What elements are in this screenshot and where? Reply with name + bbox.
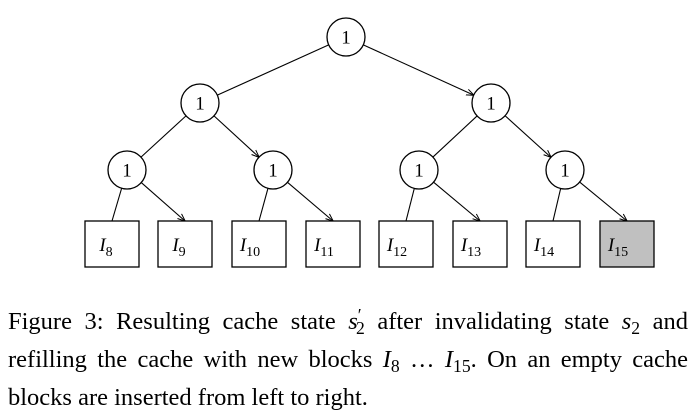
svg-text:1: 1 <box>560 161 570 182</box>
figure-caption: Figure 3: Resulting cache state s′2 afte… <box>8 300 688 413</box>
svg-text:1: 1 <box>486 94 496 115</box>
edge-l2-0-right <box>140 182 185 221</box>
svg-text:1: 1 <box>195 94 205 115</box>
edge-root-right <box>363 44 473 95</box>
edge-l2-0-left <box>111 188 123 222</box>
level2-node-1: 1 <box>107 150 147 190</box>
caption-state-s2-prime: s′2 <box>348 305 365 338</box>
edge-l2-1-right <box>287 181 333 221</box>
svg-text:1: 1 <box>122 161 132 182</box>
caption-ellipsis: … <box>410 345 435 373</box>
edge-l1-1-right <box>504 115 551 157</box>
svg-text:I11: I11 <box>313 235 334 260</box>
caption-block-end: I15 <box>444 345 471 376</box>
edge-l1-0-left <box>140 115 187 158</box>
level2-node-3: 1 <box>399 150 439 190</box>
svg-text:1: 1 <box>341 28 351 49</box>
svg-text:I14: I14 <box>533 235 554 260</box>
leaf-block-I14: I14 <box>525 220 581 268</box>
level2-node-4: 1 <box>545 150 585 190</box>
caption-prefix: Figure 3: Resulting cache state <box>8 307 336 335</box>
leaf-block-I15: I15 <box>599 220 655 268</box>
svg-text:I12: I12 <box>386 235 407 260</box>
leaf-block-I13: I13 <box>452 220 508 268</box>
tree-diagram: 1 1 1 1 1 1 1 I8 I9 I10 I11 I12 I13 I14 I15 <box>84 17 655 268</box>
leaf-block-I12: I12 <box>378 220 434 268</box>
svg-text:I13: I13 <box>460 235 481 260</box>
svg-text:1: 1 <box>414 161 424 182</box>
edge-l2-2-right <box>433 181 480 221</box>
edge-l1-0-right <box>213 115 259 157</box>
caption-line2: and refilling the cache with new blocks <box>8 307 688 373</box>
leaf-block-I10: I10 <box>231 220 287 268</box>
edge-l2-2-left <box>405 188 415 222</box>
leaf-block-I8: I8 <box>84 220 140 268</box>
edge-root-left <box>217 44 329 96</box>
svg-text:1: 1 <box>268 161 278 182</box>
level1-node-2: 1 <box>471 83 511 123</box>
leaf-block-I11: I11 <box>305 220 361 268</box>
caption-middle: after invalidating state <box>377 307 610 335</box>
svg-text:I8: I8 <box>98 235 112 260</box>
level2-node-2: 1 <box>253 150 293 190</box>
edge-l2-1-left <box>258 188 269 222</box>
svg-text:I15: I15 <box>607 235 628 260</box>
svg-text:I10: I10 <box>239 235 260 260</box>
level1-node-1: 1 <box>180 83 220 123</box>
svg-text:I9: I9 <box>171 235 185 260</box>
caption-state-s2: s2 <box>621 307 641 338</box>
root-node: 1 <box>326 17 366 57</box>
edge-l1-1-left <box>432 115 478 158</box>
leaf-block-I9: I9 <box>157 220 213 268</box>
edge-l2-3-left <box>552 188 562 222</box>
caption-block-start: I8 <box>382 345 400 376</box>
edge-l2-3-right <box>579 181 627 221</box>
